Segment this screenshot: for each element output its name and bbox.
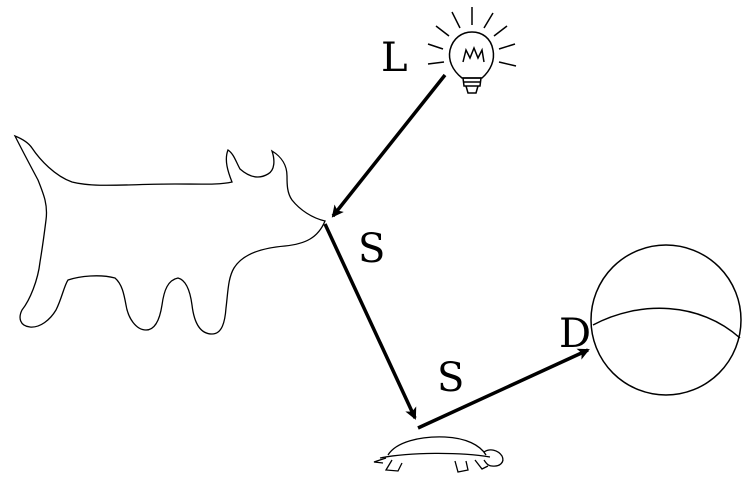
turtle-icon — [373, 436, 504, 473]
specular-label-first: S — [358, 226, 386, 272]
specular-label-second: S — [437, 355, 465, 401]
arrow-light-to-cow — [331, 73, 447, 218]
light-path — [323, 73, 590, 430]
cow-icon — [13, 134, 326, 335]
light-label: L — [381, 35, 408, 81]
arrow-turtle-to-sphere — [417, 348, 590, 430]
arrow-cow-to-turtle — [323, 223, 417, 420]
sphere-icon — [590, 244, 742, 396]
lightbulb-icon — [427, 7, 517, 94]
diffuse-label: D — [559, 311, 592, 357]
